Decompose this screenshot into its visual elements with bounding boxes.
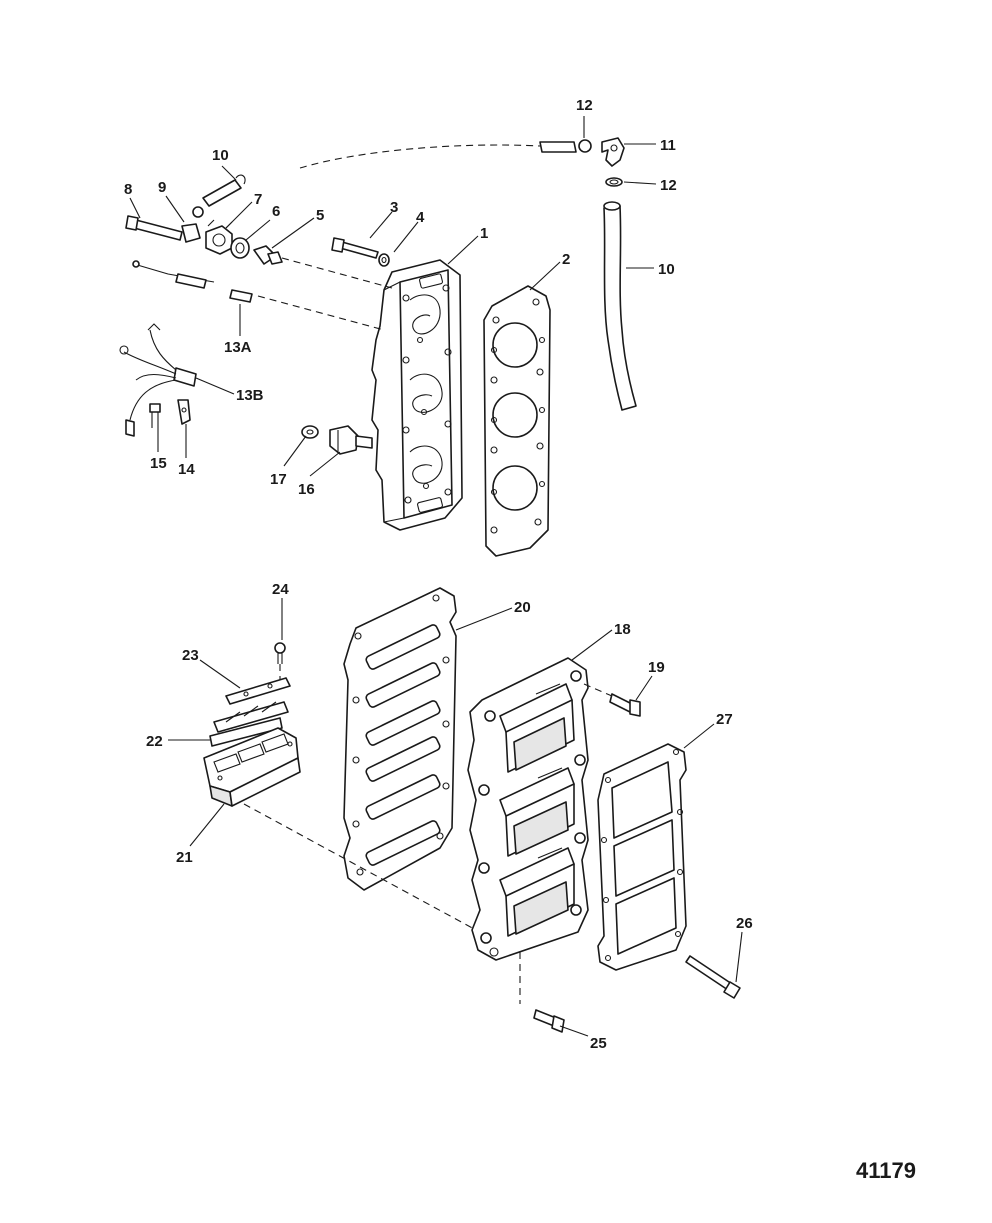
callout-13a: 13A	[224, 339, 252, 356]
callout-1: 1	[480, 225, 488, 242]
part-20-gasket-plate	[343, 587, 457, 891]
callout-15: 15	[150, 455, 167, 472]
alignment-line-sensor	[257, 295, 385, 331]
callout-10-right: 10	[658, 261, 675, 278]
part-4-washer	[378, 253, 390, 267]
part-19-bolt	[583, 683, 641, 717]
part-12-hose-clamp-top	[539, 139, 592, 153]
part-7-thermostat-cover	[205, 219, 233, 255]
leader-lines	[129, 116, 743, 1037]
callout-9: 9	[158, 179, 166, 196]
part-10-long-hose	[603, 201, 637, 411]
part-11-elbow-fitting	[601, 137, 625, 167]
part-14-terminal-clip	[177, 399, 191, 425]
callout-4: 4	[416, 209, 425, 226]
part-9-fitting	[181, 206, 204, 243]
figure-number: 41179	[856, 1158, 916, 1183]
callout-3: 3	[390, 199, 398, 216]
alignment-line-reed-block	[243, 803, 477, 931]
callout-13b: 13B	[236, 387, 264, 404]
part-21-reed-block	[203, 727, 301, 807]
callout-2: 2	[562, 251, 570, 268]
alignment-line-upper	[281, 257, 393, 289]
callout-8: 8	[124, 181, 132, 198]
callout-19: 19	[648, 659, 665, 676]
callout-6: 6	[272, 203, 280, 220]
part-23-reed-stop	[225, 677, 291, 705]
part-15-screw	[149, 403, 161, 428]
part-6-thermostat	[230, 237, 250, 259]
callout-16: 16	[298, 481, 315, 498]
part-3-bolt	[331, 237, 379, 259]
callout-7: 7	[254, 191, 262, 208]
part-22-reed-petals	[209, 701, 289, 747]
callout-22: 22	[146, 733, 163, 750]
callout-10-upper: 10	[212, 147, 229, 164]
callout-12-top: 12	[576, 97, 593, 114]
part-8-bolt	[125, 215, 183, 241]
part-10-short-hose	[202, 174, 246, 207]
part-13b-sensor-harness	[119, 323, 197, 437]
hose-routing-line	[299, 144, 541, 169]
part-25-bolt	[519, 952, 565, 1033]
part-17-washer	[301, 425, 319, 439]
callout-20: 20	[514, 599, 531, 616]
part-27-manifold-gasket	[597, 743, 687, 971]
callout-14: 14	[178, 461, 195, 478]
part-1-cylinder-head	[371, 259, 463, 531]
callout-21: 21	[176, 849, 193, 866]
callout-27: 27	[716, 711, 733, 728]
callout-17: 17	[270, 471, 287, 488]
part-2-head-gasket	[483, 285, 551, 557]
callout-26: 26	[736, 915, 753, 932]
callout-12-right: 12	[660, 177, 677, 194]
callout-18: 18	[614, 621, 631, 638]
callout-labels: 1 2 3 4 5 6 7 8 9 10 10 11 12 12 13A 13B…	[124, 97, 753, 1052]
part-26-bolt	[685, 955, 741, 999]
part-5-poppet-valve	[253, 245, 283, 265]
callout-11: 11	[660, 137, 676, 154]
part-24-screw	[274, 642, 286, 680]
part-12-hose-clamp-bottom	[605, 177, 623, 187]
callout-23: 23	[182, 647, 199, 664]
part-13a-temp-sensor	[132, 260, 253, 303]
callout-24: 24	[272, 581, 289, 598]
callout-25: 25	[590, 1035, 607, 1052]
callout-5: 5	[316, 207, 324, 224]
part-16-temp-switch	[329, 425, 373, 455]
part-18-intake-manifold	[467, 657, 589, 961]
